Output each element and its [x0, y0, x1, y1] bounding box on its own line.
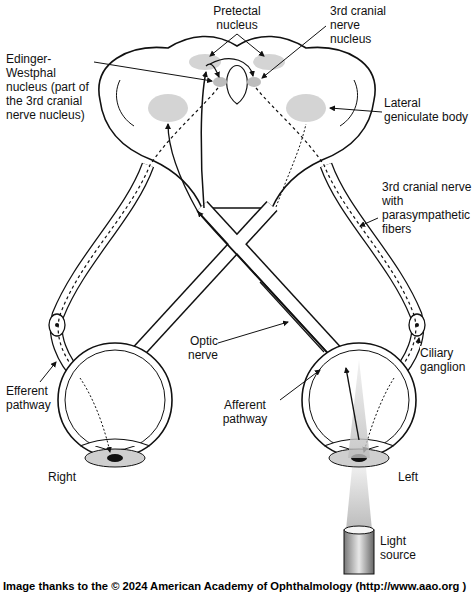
- eyeballs-part: [80, 439, 150, 446]
- eyeballs-part: [58, 343, 172, 457]
- label-text: Optic nerve: [188, 334, 218, 362]
- image-caption: Image thanks to the © 2024 American Acad…: [3, 579, 466, 593]
- leader-lines-part: [360, 218, 378, 226]
- leader-lines-part: [210, 34, 237, 56]
- midbrain-outline-part: [340, 80, 358, 126]
- eye-label: Right: [48, 470, 98, 484]
- leader-lines-part: [330, 108, 382, 112]
- leader-lines-part: [262, 26, 326, 78]
- light-source: [344, 468, 374, 574]
- label-text: Pretectal nucleus: [213, 4, 260, 32]
- label-text: Right: [48, 470, 76, 484]
- neural-pathways-part: [198, 212, 334, 360]
- eye-label: Left: [398, 470, 438, 484]
- neural-pathways-part: [206, 64, 219, 77]
- label-text: Left: [398, 470, 418, 484]
- eyeballs-part: [65, 350, 165, 450]
- ciliary-ganglia-part: [409, 314, 425, 336]
- neural-pathways-part: [58, 88, 218, 376]
- label-text: 3rd cranial nerve with parasympathetic f…: [382, 180, 471, 236]
- ciliary-ganglia: [49, 314, 425, 336]
- eyeballs-part: [85, 449, 145, 467]
- midbrain-outline-part: [189, 54, 221, 70]
- eyeballs-part: [364, 378, 394, 452]
- leader-lines-part: [280, 370, 320, 400]
- leader-lines-part: [237, 34, 264, 56]
- label-text: 3rd cranial nerve nucleus: [330, 4, 386, 46]
- structure-label: Ciliary ganglion: [420, 346, 472, 374]
- optic-nerves-part: [202, 206, 336, 352]
- light-source-part: [344, 526, 374, 534]
- structure-label: Optic nerve: [162, 334, 218, 362]
- light-source-part: [344, 530, 374, 574]
- neural-pathways-part: [210, 59, 253, 76]
- neural-pathways-part: [201, 72, 206, 208]
- leader-lines-part: [218, 322, 288, 343]
- label-text: Light source: [380, 534, 416, 562]
- optic-nerves-part: [138, 206, 272, 352]
- eyeballs: [58, 343, 416, 467]
- structure-label: Edinger-Westphal nucleus (part of the 3r…: [6, 52, 94, 122]
- leader-lines-part: [94, 62, 212, 81]
- label-text: Lateral geniculate body: [384, 96, 468, 124]
- midbrain-outline-part: [213, 77, 227, 87]
- optic-nerves-part: [138, 206, 272, 352]
- neural-pathways: [58, 59, 416, 376]
- leader-lines: [40, 26, 419, 400]
- leader-lines-part: [40, 362, 56, 382]
- device-label: Light source: [380, 534, 440, 562]
- eyeballs-part: [348, 360, 370, 458]
- label-text: Afferent pathway: [223, 398, 268, 426]
- midbrain-outline-part: [247, 77, 261, 87]
- eyeballs-part: [302, 343, 416, 457]
- optic-nerves-part: [202, 206, 336, 352]
- label-text: Edinger-Westphal nucleus (part of the 3r…: [6, 52, 89, 122]
- label-text: Efferent pathway: [6, 384, 51, 412]
- structure-label: 3rd cranial nerve nucleus: [330, 4, 402, 46]
- leader-lines-part: [418, 338, 419, 344]
- pathway-label: Efferent pathway: [6, 384, 64, 412]
- midbrain-outline-part: [253, 54, 285, 70]
- optic-nerves-part: [142, 207, 276, 352]
- ciliary-ganglia-part: [49, 314, 65, 336]
- midbrain-outline-part: [116, 80, 134, 126]
- label-text: Ciliary ganglion: [420, 346, 465, 374]
- eyeballs-part: [107, 454, 123, 462]
- midbrain-outline-part: [227, 66, 248, 105]
- light-source-part: [346, 468, 372, 530]
- neural-pathways-part: [260, 282, 324, 352]
- pathway-label: Afferent pathway: [212, 398, 278, 426]
- structure-label: 3rd cranial nerve with parasympathetic f…: [382, 180, 472, 236]
- structure-label: Lateral geniculate body: [384, 96, 470, 124]
- midbrain-outline-part: [286, 94, 326, 122]
- midbrain-outline-part: [148, 94, 188, 122]
- eyeballs-part: [80, 378, 110, 452]
- structure-label: Pretectal nucleus: [192, 4, 282, 32]
- eyeballs-part: [346, 368, 359, 440]
